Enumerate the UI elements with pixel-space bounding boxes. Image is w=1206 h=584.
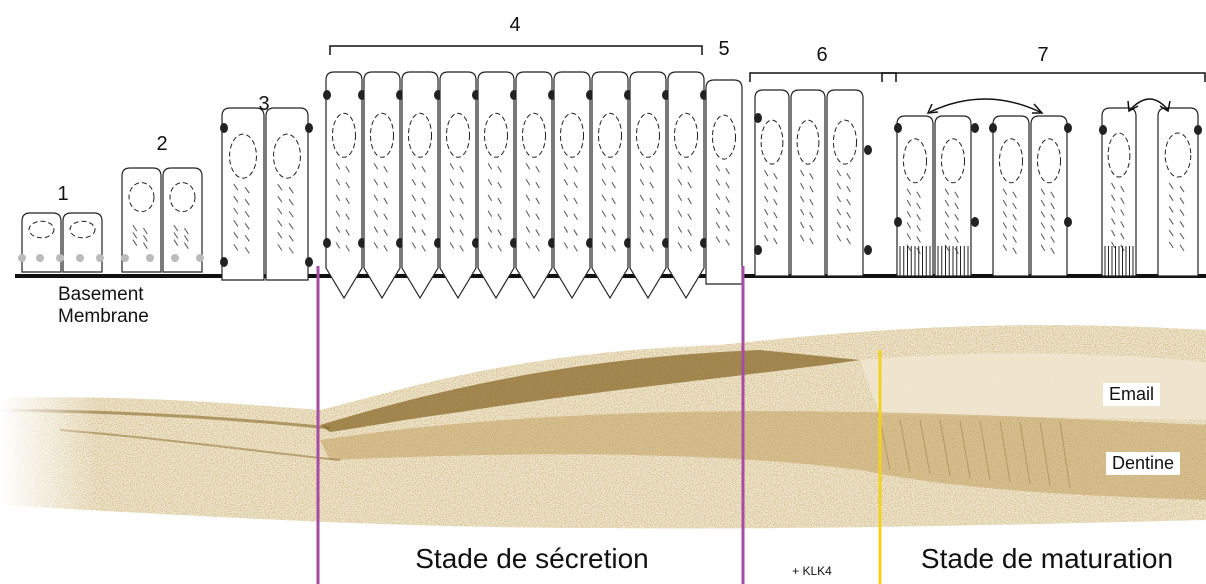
stage-brackets (329, 45, 1206, 114)
bracket-stage-6 (749, 72, 897, 82)
arc-arrow-right (1129, 98, 1169, 111)
cell-junction (305, 257, 313, 267)
stage-number-5: 5 (718, 38, 730, 60)
klk4-label: + KLK4 (792, 564, 832, 578)
stage-number-1: 1 (57, 183, 69, 205)
basement-dot (146, 254, 154, 262)
cell-junction (971, 123, 979, 133)
basement-dot (196, 254, 204, 262)
basement-membrane-label: Basement Membrane (58, 284, 149, 328)
arc-arrow-left (929, 98, 1041, 113)
basement-membrane-line1: Basement (58, 284, 144, 305)
ameloblast-cell (591, 71, 629, 300)
basement-membrane-line2: Membrane (58, 306, 149, 327)
cell-junction (989, 123, 997, 133)
ameloblast-cell (790, 89, 826, 277)
basement-dot (18, 254, 26, 262)
ameloblast-cell (896, 115, 934, 277)
bracket-stage-4 (329, 45, 703, 55)
ameloblast-cells (18, 71, 1202, 300)
cell-junction (1064, 217, 1072, 227)
cell-junction (864, 245, 872, 255)
ameloblast-cell (1030, 115, 1068, 277)
histology-section (0, 320, 1206, 550)
basement-dot (171, 254, 179, 262)
ameloblast-cell (667, 71, 705, 300)
ameloblast-cell (705, 79, 743, 285)
basement-dot (121, 254, 129, 262)
stage-number-3: 3 (258, 93, 270, 115)
stage-number-2: 2 (156, 133, 168, 155)
ameloblast-cell (325, 71, 363, 300)
cell-junction (754, 245, 762, 255)
stage-number-7: 7 (1037, 44, 1049, 66)
cell-junction (894, 217, 902, 227)
stage-number-6: 6 (816, 44, 828, 66)
enamel-label: Email (1103, 383, 1161, 406)
ameloblast-cell (477, 71, 515, 300)
basement-dot (56, 254, 64, 262)
ameloblast-cell (363, 71, 401, 300)
ameloblast-cell (515, 71, 553, 300)
ameloblast-cell (992, 115, 1030, 277)
stage-number-4: 4 (509, 14, 521, 36)
secretion-stage-label: Stade de sécretion (415, 543, 649, 574)
ameloblast-cell (553, 71, 591, 300)
maturation-stage-label: Stade de maturation (920, 543, 1174, 574)
cell-junction (1064, 123, 1072, 133)
basement-dot (76, 254, 84, 262)
cell-junction (864, 145, 872, 155)
cell-junction (220, 123, 228, 133)
cell-junction (754, 113, 762, 123)
cell-junction (323, 90, 331, 100)
ameloblast-cell (162, 167, 203, 273)
ameloblast-cell (1157, 107, 1199, 277)
ameloblast-cell (62, 212, 103, 273)
ameloblast-cell (934, 115, 972, 277)
cell-junction (323, 238, 331, 248)
ameloblast-cell (754, 89, 790, 277)
ameloblast-cell (21, 212, 62, 273)
cell-junction (894, 123, 902, 133)
ameloblast-cell (826, 89, 864, 277)
cell-junction (971, 217, 979, 227)
ameloblast-cell (121, 167, 162, 273)
ameloblast-cell (439, 71, 477, 300)
ameloblast-cell (401, 71, 439, 300)
basement-dot (96, 254, 104, 262)
ameloblast-cell (221, 107, 265, 281)
dentine-label: Dentine (1106, 452, 1181, 475)
cell-junction (1194, 125, 1202, 135)
cell-junction (305, 123, 313, 133)
cell-junction (220, 257, 228, 267)
ameloblast-cell (629, 71, 667, 300)
ameloblast-cell (1101, 107, 1137, 277)
basement-dot (36, 254, 44, 262)
bracket-stage-7 (881, 72, 1206, 82)
cell-junction (1099, 125, 1107, 135)
ameloblast-cell (265, 107, 309, 281)
